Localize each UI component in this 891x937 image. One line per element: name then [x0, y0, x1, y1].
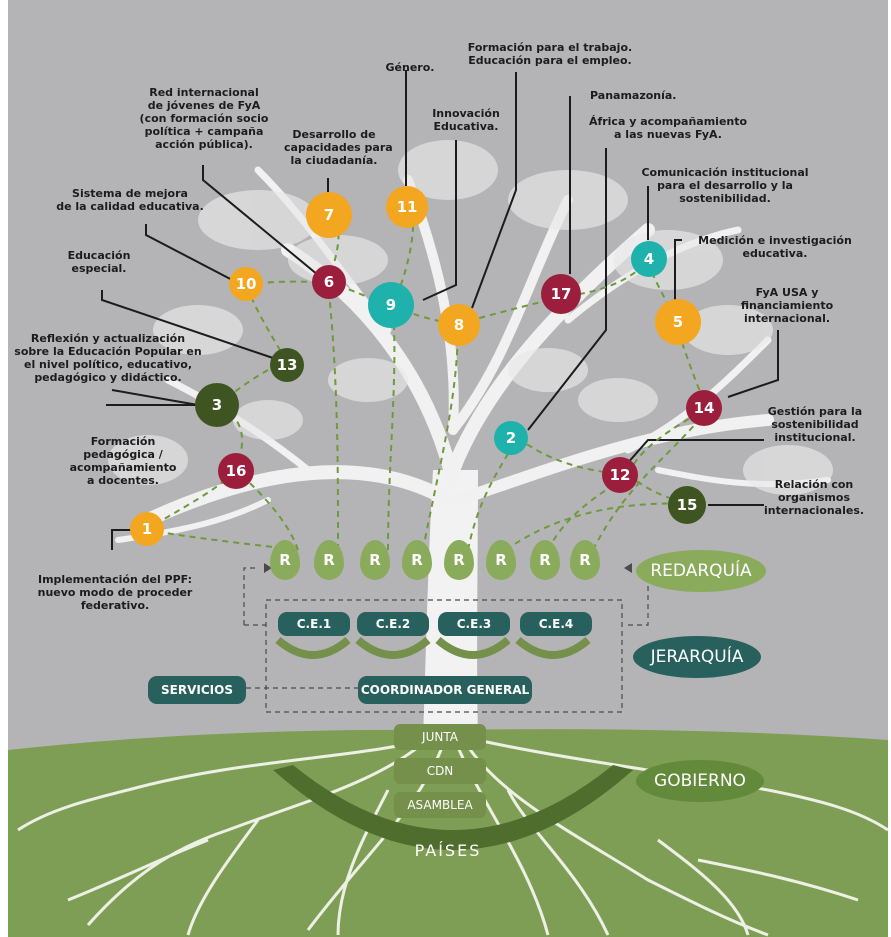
node-11[interactable]: 11: [386, 186, 428, 228]
node-7[interactable]: 7: [306, 192, 352, 238]
label-17: Panamazonía.: [590, 89, 677, 102]
paises-label: PAÍSES: [414, 841, 482, 860]
tree-diagram: Implementación del PPF:nuevo modo de pro…: [8, 0, 888, 937]
node-6[interactable]: 6: [312, 265, 346, 299]
node-1[interactable]: 1: [130, 512, 164, 546]
ce-1[interactable]: C.E.1: [278, 612, 350, 636]
node-12[interactable]: 12: [602, 457, 638, 493]
ce-2[interactable]: C.E.2: [357, 612, 429, 636]
junta-box[interactable]: JUNTA: [394, 724, 486, 750]
node-14[interactable]: 14: [686, 390, 722, 426]
node-5[interactable]: 5: [655, 299, 701, 345]
network-leaf: R: [486, 540, 516, 580]
network-leaf: R: [314, 540, 344, 580]
ce-3[interactable]: C.E.3: [438, 612, 510, 636]
node-2[interactable]: 2: [494, 421, 528, 455]
level-gobierno: GOBIERNO: [636, 760, 764, 802]
node-16[interactable]: 16: [218, 453, 254, 489]
coordinador-general-box[interactable]: COORDINADOR GENERAL: [358, 676, 532, 704]
servicios-box[interactable]: SERVICIOS: [148, 676, 246, 704]
label-8: Formación para el trabajo.Educación para…: [467, 41, 633, 67]
network-leaf: R: [444, 540, 474, 580]
level-redarquia: REDARQUÍA: [636, 550, 766, 592]
node-9[interactable]: 9: [368, 282, 414, 328]
node-3[interactable]: 3: [195, 383, 239, 427]
node-15[interactable]: 15: [668, 486, 706, 524]
network-leaf: R: [570, 540, 600, 580]
network-leaf: R: [530, 540, 560, 580]
node-4[interactable]: 4: [631, 241, 667, 277]
network-leaf: R: [402, 540, 432, 580]
label-1: Implementación del PPF:nuevo modo de pro…: [37, 573, 193, 612]
level-jerarquia: JERARQUÍA: [633, 636, 761, 678]
ce-4[interactable]: C.E.4: [520, 612, 592, 636]
network-leaf: R: [360, 540, 390, 580]
node-13[interactable]: 13: [270, 348, 304, 382]
node-8[interactable]: 8: [438, 304, 480, 346]
node-10[interactable]: 10: [229, 267, 263, 301]
node-17[interactable]: 17: [541, 274, 581, 314]
label-11: Género.: [385, 61, 435, 74]
network-leaf: R: [270, 540, 300, 580]
cdn-box[interactable]: CDN: [394, 758, 486, 784]
asamblea-box[interactable]: ASAMBLEA: [394, 792, 486, 818]
